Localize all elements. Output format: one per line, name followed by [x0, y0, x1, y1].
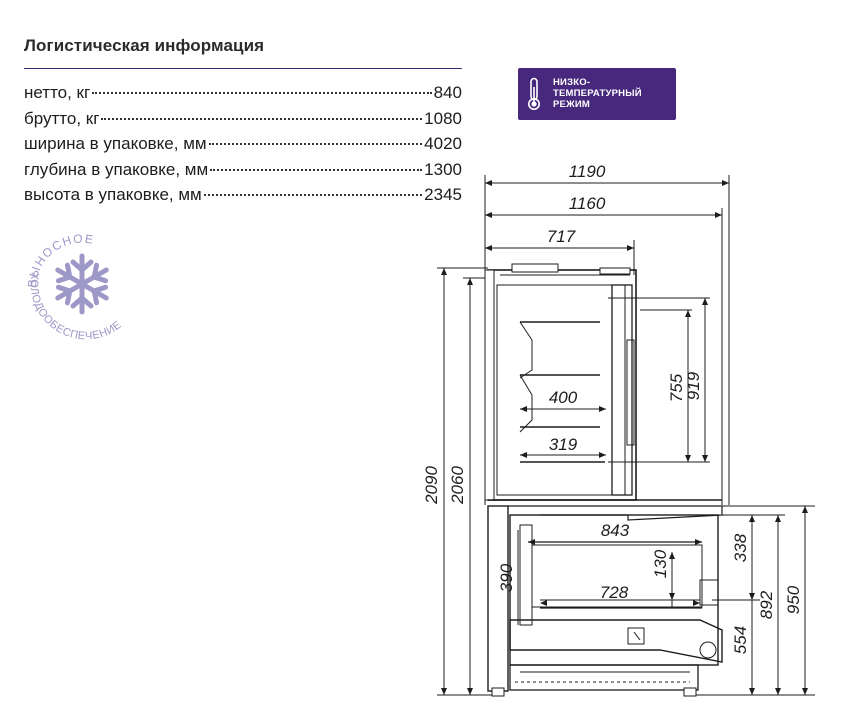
dim-label: 390 — [497, 563, 516, 592]
dim-label: 892 — [757, 590, 776, 619]
spec-label: нетто, кг — [24, 83, 91, 102]
dot-leader — [210, 168, 423, 171]
dim-label: 554 — [731, 626, 750, 654]
side-view-drawing: 1190 1160 717 400 319 755 919 2090 2060 … — [422, 162, 815, 697]
dim-label: 919 — [684, 371, 703, 400]
snowflake-icon — [55, 253, 109, 315]
dim-label: 950 — [784, 585, 803, 614]
dim-label: 2090 — [422, 466, 441, 505]
dim-label: 728 — [600, 583, 629, 602]
dot-leader — [203, 194, 423, 196]
spec-row-depth: глубина в упаковке, мм 1300 — [24, 160, 462, 186]
badge-line: РЕЖИМ — [553, 99, 591, 110]
section-title: Логистическая информация — [24, 36, 265, 55]
spec-value: 4020 — [424, 134, 462, 153]
title-divider — [24, 68, 462, 69]
dim-label: 400 — [549, 388, 578, 407]
spec-value: 1300 — [424, 159, 462, 179]
dim-label: 843 — [601, 521, 630, 540]
dim-label: 319 — [549, 435, 578, 454]
spec-label: глубина в упаковке, мм — [24, 159, 209, 179]
low-temperature-badge: НИЗКО- ТЕМПЕРАТУРНЫЙ РЕЖИМ — [518, 68, 676, 120]
dot-leader — [101, 117, 423, 120]
spec-list: нетто, кг 840 брутто, кг 1080 ширина в у… — [24, 83, 462, 211]
dim-label: 1160 — [569, 194, 606, 213]
badge-line: ТЕМПЕРАТУРНЫЙ — [553, 88, 642, 99]
spec-row-gross: брутто, кг 1080 — [24, 109, 462, 135]
spec-value: 840 — [433, 83, 462, 102]
spec-row-height: высота в упаковке, мм 2345 — [24, 185, 462, 211]
thermometer-icon — [528, 77, 540, 110]
badge-line: НИЗКО- — [553, 77, 591, 88]
remote-cooling-stamp: ВЫНОСНОЕ ХОЛОДООБЕСПЕЧЕНИЕ — [25, 231, 124, 342]
dim-label: 2060 — [448, 466, 467, 505]
spec-label: брутто, кг — [24, 108, 100, 128]
dim-label: 338 — [731, 533, 750, 562]
spec-label: ширина в упаковке, мм — [24, 134, 207, 153]
dim-label: 130 — [651, 549, 670, 578]
dim-label: 1190 — [569, 162, 606, 181]
dot-leader — [92, 92, 432, 94]
dim-label: 717 — [547, 227, 576, 246]
spec-label: высота в упаковке, мм — [24, 185, 202, 204]
spec-value: 2345 — [424, 185, 462, 204]
dim-label: 755 — [667, 373, 686, 402]
spec-row-width: ширина в упаковке, мм 4020 — [24, 134, 462, 160]
spec-value: 1080 — [424, 108, 462, 128]
dot-leader — [208, 143, 423, 145]
spec-row-net: нетто, кг 840 — [24, 83, 462, 109]
